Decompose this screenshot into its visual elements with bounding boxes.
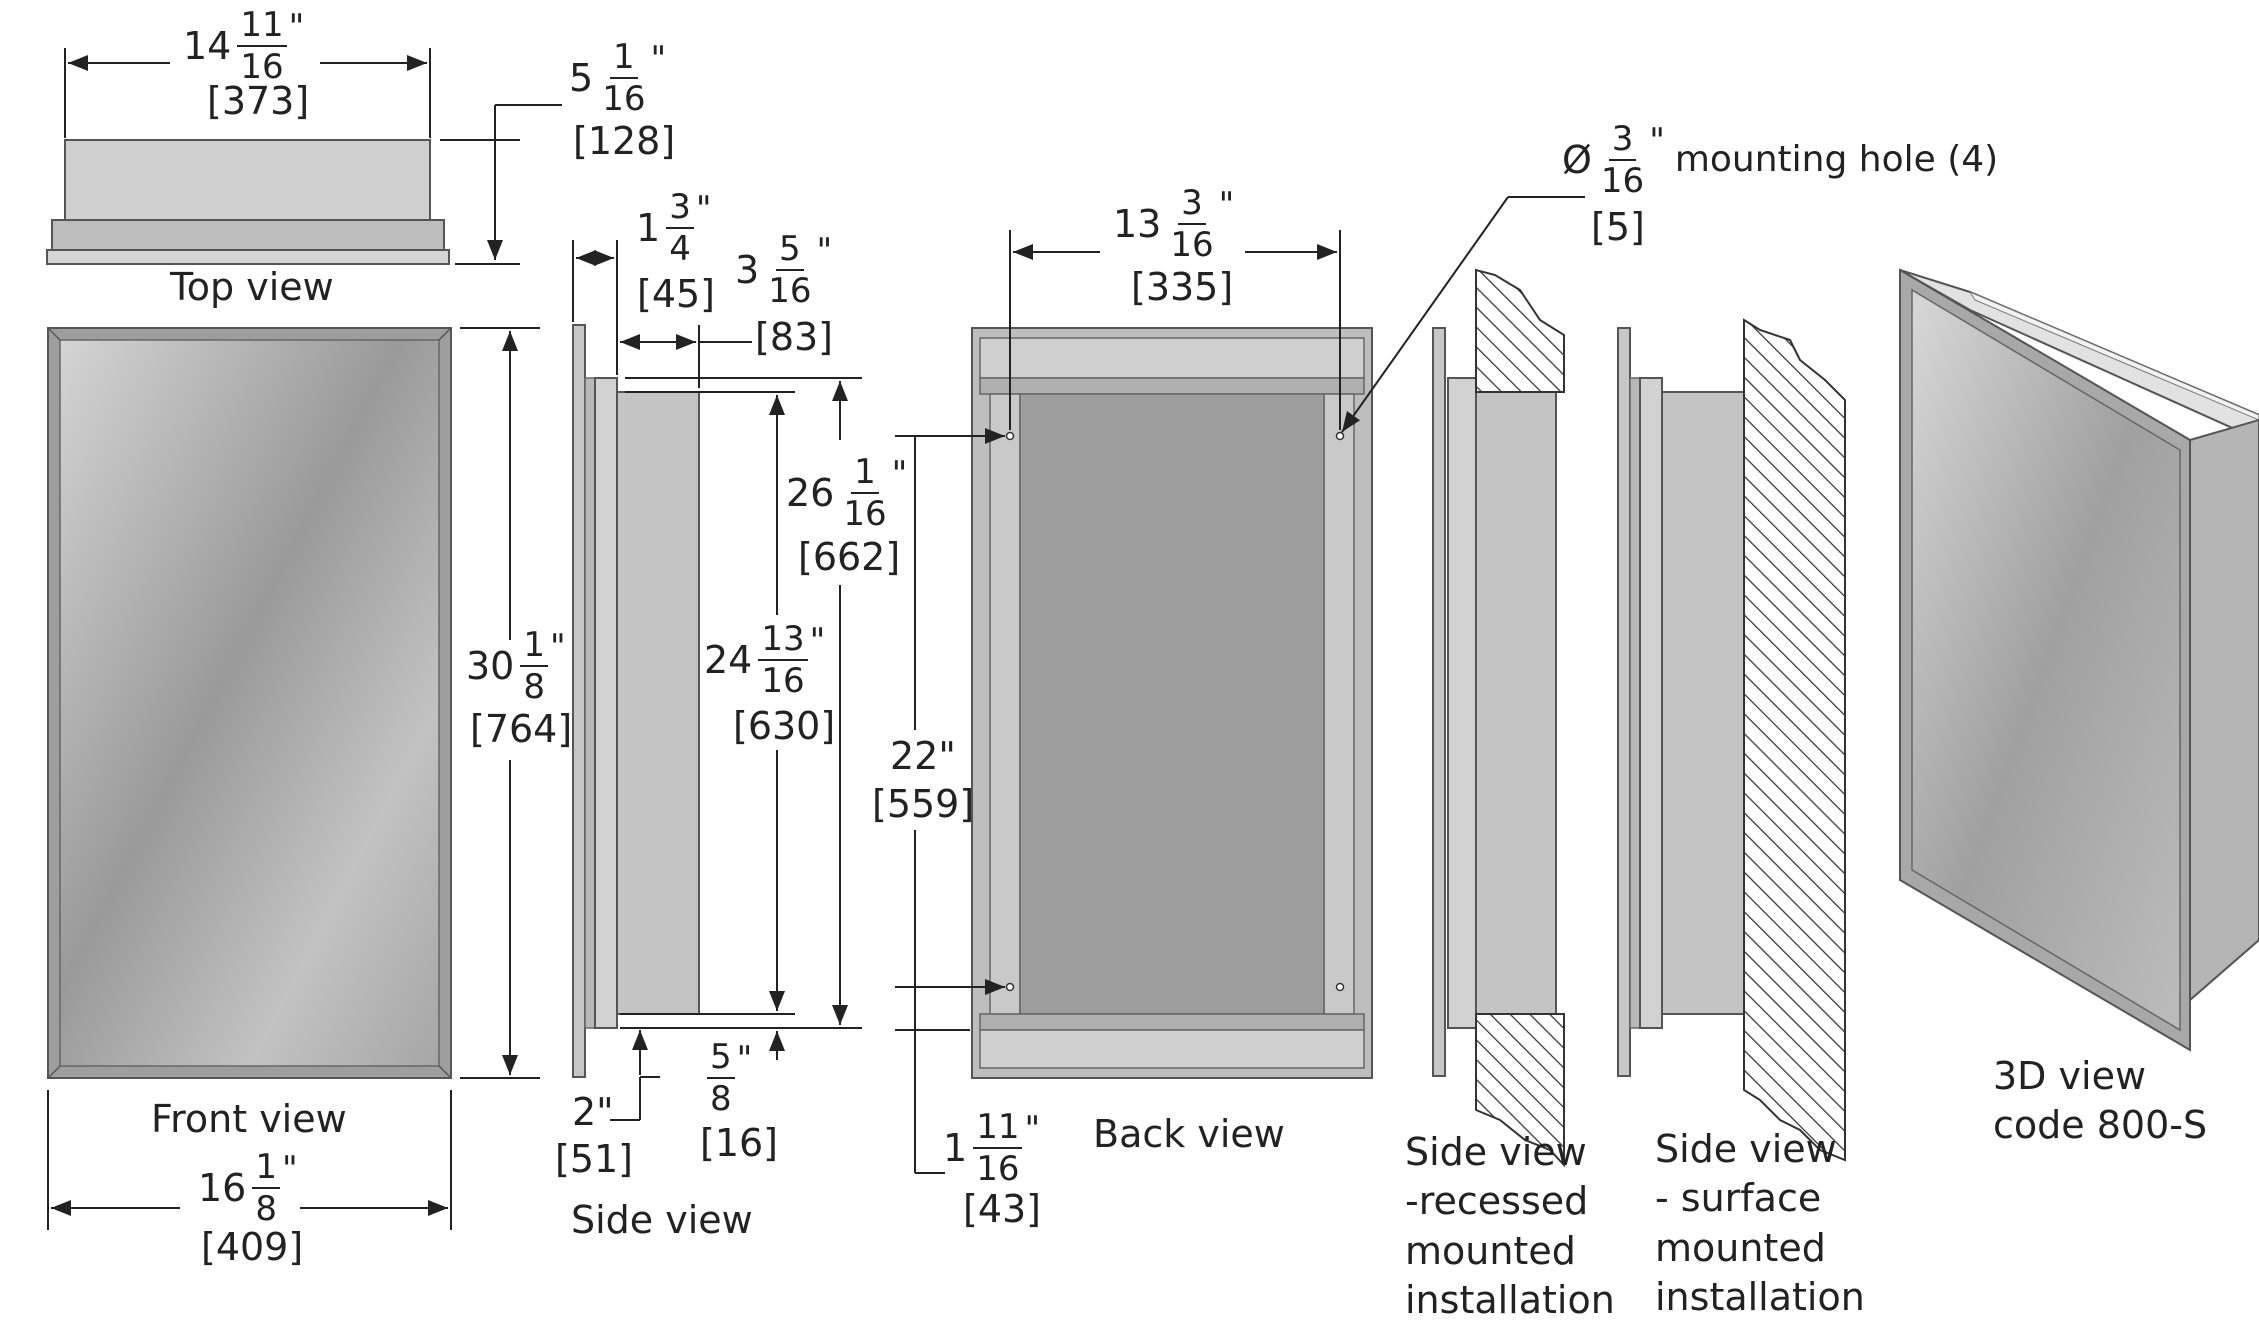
dim-back-bottom-mm: [43]: [963, 1187, 1042, 1231]
dim-side-body-mm: [83]: [755, 315, 834, 359]
diameter-symbol: Ø: [1562, 138, 1592, 182]
dimension-side-flange: [572, 240, 618, 375]
back-view-label: Back view: [1093, 1112, 1285, 1156]
dim-side-height-outer-mm: [662]: [798, 535, 901, 579]
side-recessed-label: Side view -recessed mounted installation: [1405, 1128, 1615, 1326]
front-view-label: Front view: [151, 1097, 347, 1141]
dimension-back-width: [1009, 230, 1341, 430]
side-surface-drawing: [1617, 318, 1846, 1162]
mounting-hole-text: mounting hole (4): [1674, 139, 1999, 180]
dim-back-holes-mm: [559]: [872, 782, 975, 826]
dim-side-flange-mm: [45]: [637, 272, 716, 316]
top-view-drawing: [46, 139, 450, 265]
dimension-front-height: [460, 327, 540, 1079]
side-recessed-line-1: Side view: [1405, 1130, 1587, 1174]
side-surface-line-3: mounted: [1655, 1225, 1826, 1270]
dim-side-height-inner-mm: [630]: [733, 704, 836, 748]
mounting-hole-tl: [1005, 431, 1015, 441]
side-recessed-drawing: [1432, 268, 1565, 1168]
callout-mounting-hole-mm: [5]: [1591, 205, 1645, 249]
dimension-side-heights: [620, 377, 862, 1060]
iso-line-2: code 800-S: [1993, 1103, 2208, 1148]
mounting-hole-tr: [1335, 431, 1345, 441]
dim-side-lip-mm: [16]: [700, 1121, 779, 1165]
side-surface-line-2: - surface: [1655, 1176, 1822, 1221]
mounting-hole-bl: [1005, 982, 1015, 992]
side-surface-line-4: installation: [1655, 1275, 1865, 1320]
side-surface-label: Side view - surface mounted installation: [1655, 1125, 1865, 1323]
side-surface-line-1: Side view: [1655, 1127, 1837, 1171]
dimension-top-depth: [440, 104, 562, 265]
side-view-drawing: [572, 324, 700, 1078]
dim-top-depth-mm: [128]: [573, 119, 676, 163]
iso-line-1: 3D view: [1993, 1054, 2147, 1098]
iso-view-label: 3D view code 800-S: [1993, 1052, 2207, 1151]
dim-side-bottom-mm: [51]: [555, 1137, 634, 1181]
side-recessed-line-4: installation: [1405, 1278, 1615, 1323]
dimension-top-width: [64, 48, 431, 138]
side-recessed-line-2: -recessed: [1405, 1179, 1589, 1224]
dim-front-height-mm: [764]: [470, 707, 573, 751]
dim-front-width-mm: [409]: [201, 1225, 304, 1269]
mounting-hole-br: [1335, 982, 1345, 992]
dimension-back-holes: [895, 428, 1005, 1174]
top-view-label: Top view: [170, 265, 334, 309]
back-view-drawing: [971, 327, 1373, 1079]
leader-mounting-hole: [1341, 196, 1585, 433]
dim-back-holes-value: 22": [890, 734, 956, 778]
side-recessed-line-3: mounted: [1405, 1228, 1576, 1273]
dim-side-bottom-value: 2": [572, 1090, 614, 1134]
dim-back-width-mm: [335]: [1131, 265, 1234, 309]
dimension-front-width: [47, 1090, 452, 1230]
dimension-side-bottom: [610, 1030, 660, 1121]
dim-top-width-mm: [373]: [207, 79, 310, 123]
front-view-drawing: [47, 327, 452, 1079]
side-view-label: Side view: [571, 1198, 753, 1242]
iso-view-drawing: [1899, 268, 2259, 1052]
